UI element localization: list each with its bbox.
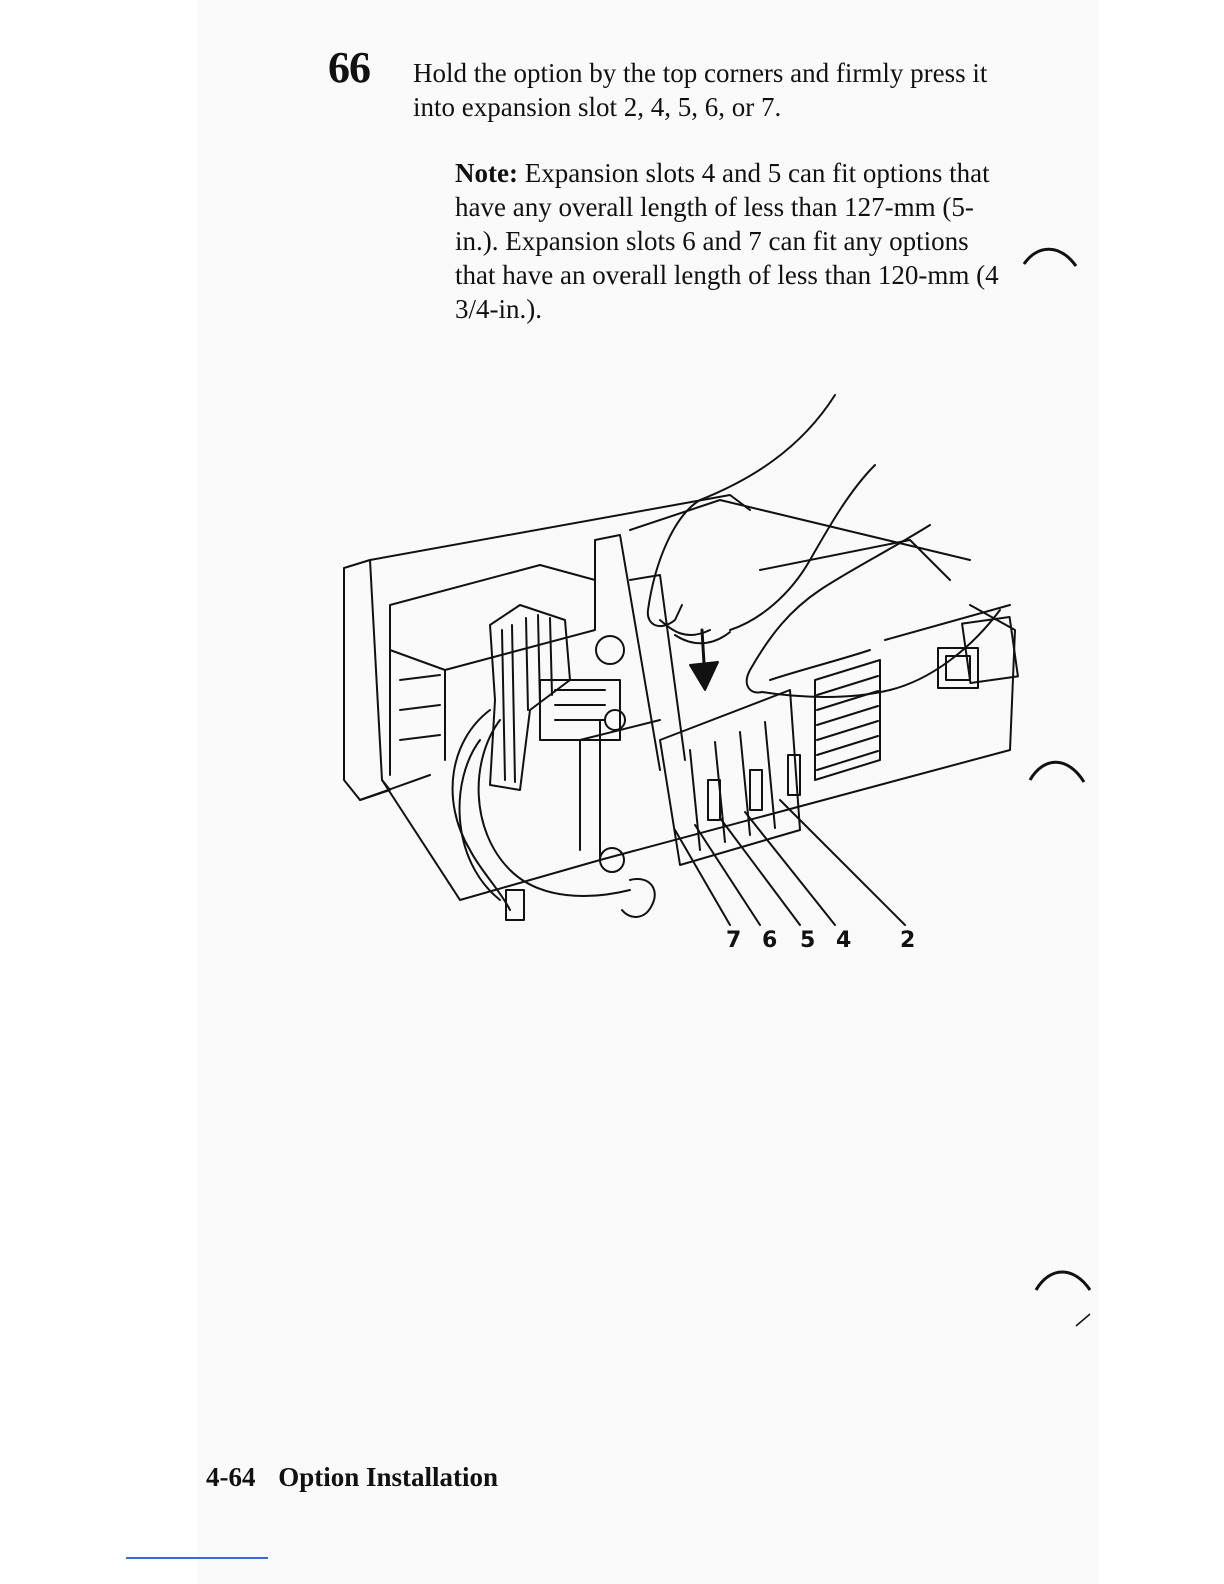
margin-arc-mark	[1022, 247, 1078, 267]
bottom-rule	[126, 1557, 268, 1559]
slot-label-5: 5	[800, 928, 816, 953]
page-number: 4-64	[206, 1462, 256, 1492]
slot-label-7: 7	[726, 928, 742, 953]
section-title: Option Installation	[278, 1462, 499, 1492]
margin-arc-mark	[1028, 760, 1086, 783]
step-number: 66	[328, 43, 371, 92]
margin-arc-mark	[1034, 1270, 1092, 1327]
page-footer: 4-64 Option Installation	[206, 1462, 498, 1493]
system-unit-illustration	[330, 380, 1050, 980]
step-instruction: Hold the option by the top corners and f…	[413, 58, 988, 122]
note-block: Note: Expansion slots 4 and 5 can fit op…	[455, 156, 1015, 326]
slot-label-6: 6	[762, 928, 778, 953]
note-label: Note:	[455, 158, 518, 188]
note-text: Expansion slots 4 and 5 can fit options …	[455, 158, 999, 324]
page-background	[198, 0, 1098, 1584]
slot-label-2: 2	[900, 928, 916, 953]
slot-label-4: 4	[836, 928, 852, 953]
